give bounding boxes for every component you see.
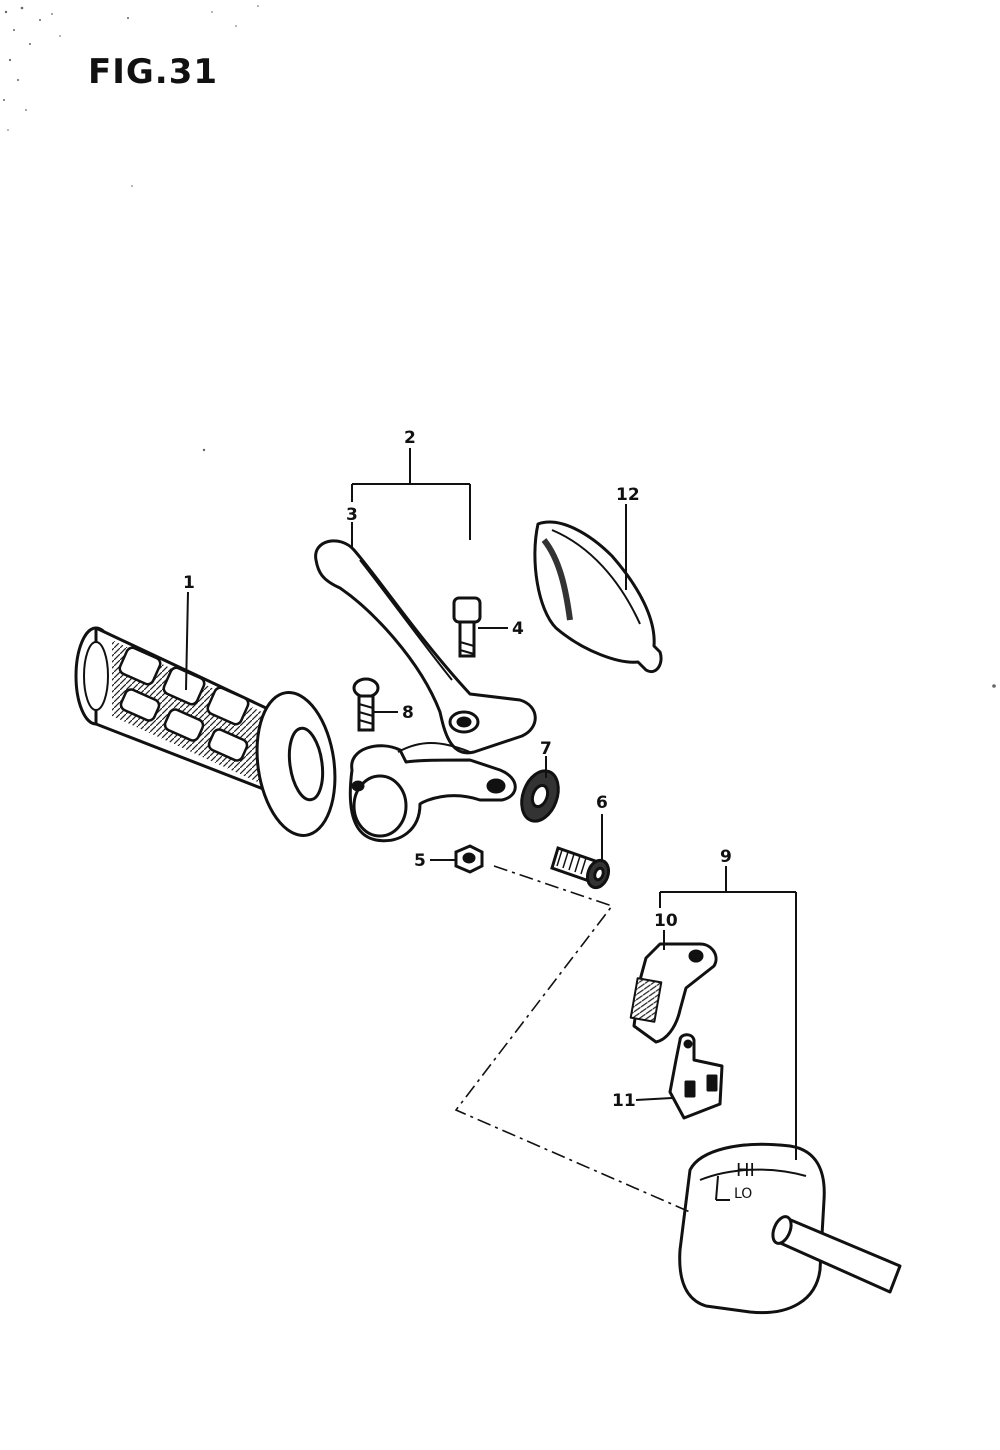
scan-noise bbox=[3, 5, 996, 688]
part-lever bbox=[314, 539, 537, 755]
callout-12: 12 bbox=[616, 485, 640, 505]
part-nut bbox=[454, 844, 484, 874]
leader-lines bbox=[185, 448, 797, 1160]
callout-5: 5 bbox=[414, 851, 426, 871]
part-lever-cover bbox=[533, 520, 663, 673]
callout-2: 2 bbox=[404, 428, 416, 448]
callout-4: 4 bbox=[512, 619, 524, 639]
part-switch-housing bbox=[678, 1142, 902, 1315]
callout-3: 3 bbox=[346, 505, 358, 525]
callout-10: 10 bbox=[654, 911, 678, 931]
callout-1: 1 bbox=[183, 573, 195, 593]
callout-6: 6 bbox=[596, 793, 608, 813]
part-lock-nut bbox=[520, 769, 560, 823]
assembly-center-line bbox=[454, 865, 691, 1213]
part-pivot-bolt bbox=[452, 596, 482, 658]
part-switch-contact bbox=[668, 1033, 724, 1120]
part-adjuster bbox=[550, 846, 611, 890]
callout-labels: 1 2 3 4 5 6 7 8 9 10 11 12 bbox=[183, 428, 732, 1111]
callout-9: 9 bbox=[720, 847, 732, 867]
switch-mark-hi: HI bbox=[736, 1160, 755, 1181]
callout-11: 11 bbox=[612, 1091, 636, 1111]
part-switch-upper bbox=[629, 942, 718, 1044]
part-lever-holder bbox=[348, 742, 517, 843]
figure-title: FIG.31 bbox=[88, 52, 219, 92]
switch-mark-lo: LO bbox=[734, 1186, 752, 1202]
part-screw bbox=[352, 677, 380, 732]
callout-8: 8 bbox=[402, 703, 414, 723]
part-grip bbox=[74, 626, 337, 837]
callout-7: 7 bbox=[540, 739, 552, 759]
